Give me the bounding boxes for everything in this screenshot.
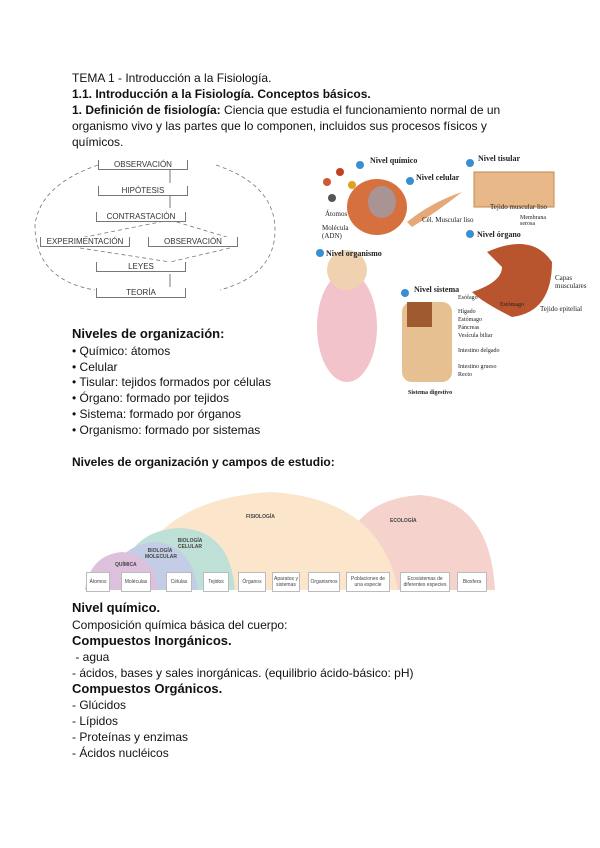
- organ-label: Estómago: [458, 317, 482, 323]
- organ-label: Hígado: [458, 309, 476, 315]
- nivel-item: • Celular: [72, 360, 118, 374]
- chain-item: Átomos: [86, 572, 110, 592]
- organico-item: - Glúcidos: [72, 698, 127, 712]
- organicos-heading: Compuestos Orgánicos.: [72, 681, 223, 696]
- chain-item: Poblaciones de una especie: [346, 572, 390, 592]
- organ-label: Esófago: [458, 295, 478, 301]
- step-observacion-2: OBSERVACIÓN: [148, 237, 238, 247]
- quimico-intro: Composición química básica del cuerpo:: [72, 618, 288, 632]
- label-nivel-tisular: Nivel tisular: [478, 154, 520, 163]
- organ-label: Intestino delgado: [458, 348, 500, 354]
- campos-heading: Niveles de organización y campos de estu…: [72, 455, 335, 469]
- nivel-item: • Tisular: tejidos formados por células: [72, 375, 271, 389]
- organico-item: - Lípidos: [72, 714, 119, 728]
- chain-item: Aparatos y sistemas: [272, 572, 300, 592]
- label-sistema-digestivo: Sistema digestivo: [408, 390, 453, 396]
- field-biologia-celular: BIOLOGÍA CELULAR: [177, 538, 203, 550]
- label-epitelial: Tejido epitelial: [540, 305, 583, 313]
- label-nivel-sistema: Nivel sistema: [414, 285, 460, 294]
- field-biologia-molecular: BIOLOGÍA MOLECULAR: [145, 548, 177, 560]
- chain-item: Células: [166, 572, 192, 592]
- step-hipotesis: HIPÓTESIS: [98, 186, 188, 196]
- inorganicos-heading: Compuestos Inorgánicos.: [72, 633, 232, 648]
- topic-title: TEMA 1 - Introducción a la Fisiología.: [72, 71, 272, 85]
- chain-item: Ecosistemas de diferentes especies: [400, 572, 450, 592]
- field-quimica: QUÍMICA: [115, 562, 137, 568]
- step-experimentacion: EXPERIMENTACIÓN: [40, 237, 130, 247]
- label-capas: Capas musculares: [555, 274, 587, 290]
- step-contrastacion: CONTRASTACIÓN: [96, 212, 186, 222]
- organ-label: Vesícula biliar: [458, 333, 493, 339]
- label-membrana: Membrana serosa: [520, 215, 546, 227]
- label-estomago: Estómago: [500, 302, 524, 308]
- organ-label: Páncreas: [458, 325, 480, 331]
- organico-item: - Ácidos nucléicos: [72, 746, 169, 760]
- field-fisiologia: FISIOLOGÍA: [246, 514, 275, 520]
- definition: 1. Definición de fisiología: Ciencia que…: [72, 102, 500, 118]
- organico-item: - Proteínas y enzimas: [72, 730, 189, 744]
- chain-item: Órganos: [238, 572, 266, 592]
- label-molecula: Molécula (ADN): [322, 224, 349, 240]
- chain-item: Biosfera: [457, 572, 487, 592]
- organ-label: Intestino grueso: [458, 364, 497, 370]
- label-nivel-celular: Nivel celular: [416, 173, 460, 182]
- label-atomos: Átomos: [325, 210, 348, 218]
- organ-label: Recto: [458, 372, 472, 378]
- definition-text-3: químicos.: [72, 135, 124, 149]
- niveles-heading: Niveles de organización:: [72, 326, 225, 341]
- section-title: 1.1. Introducción a la Fisiología. Conce…: [72, 87, 371, 101]
- definition-text-2: organismo vivo y las partes que lo compo…: [72, 119, 487, 133]
- step-observacion: OBSERVACIÓN: [98, 160, 188, 170]
- inorganico-item: - ácidos, bases y sales inorgánicas. (eq…: [72, 666, 414, 680]
- chain-item: Organismos: [308, 572, 340, 592]
- chain-item: Moléculas: [121, 572, 151, 592]
- label-nivel-quimico: Nivel químico: [370, 156, 418, 165]
- nivel-item: • Organismo: formado por sistemas: [72, 423, 261, 437]
- illustration-graphics: [316, 159, 555, 382]
- nivel-item: • Químico: átomos: [72, 344, 171, 358]
- label-nivel-organismo: Nivel organismo: [326, 249, 382, 258]
- label-tejido-muscular: Tejido muscular liso: [490, 203, 548, 211]
- label-nivel-organo: Nivel órgano: [477, 230, 521, 239]
- nivel-quimico-heading: Nivel químico.: [72, 600, 161, 615]
- definition-label: 1. Definición de fisiología:: [72, 103, 221, 117]
- diagram-arrows: [34, 164, 276, 291]
- nivel-item: • Sistema: formado por órganos: [72, 407, 241, 421]
- field-ecologia: ECOLOGÍA: [390, 518, 417, 524]
- label-cel-muscular: Cél. Muscular liso: [422, 216, 474, 224]
- inorganico-item: - agua: [72, 650, 110, 664]
- step-leyes: LEYES: [96, 262, 186, 272]
- definition-text: Ciencia que estudia el funcionamiento no…: [220, 103, 501, 117]
- chain-item: Tejidos: [203, 572, 229, 592]
- step-teoria: TEORÍA: [96, 288, 186, 298]
- nivel-item: • Órgano: formado por tejidos: [72, 391, 229, 405]
